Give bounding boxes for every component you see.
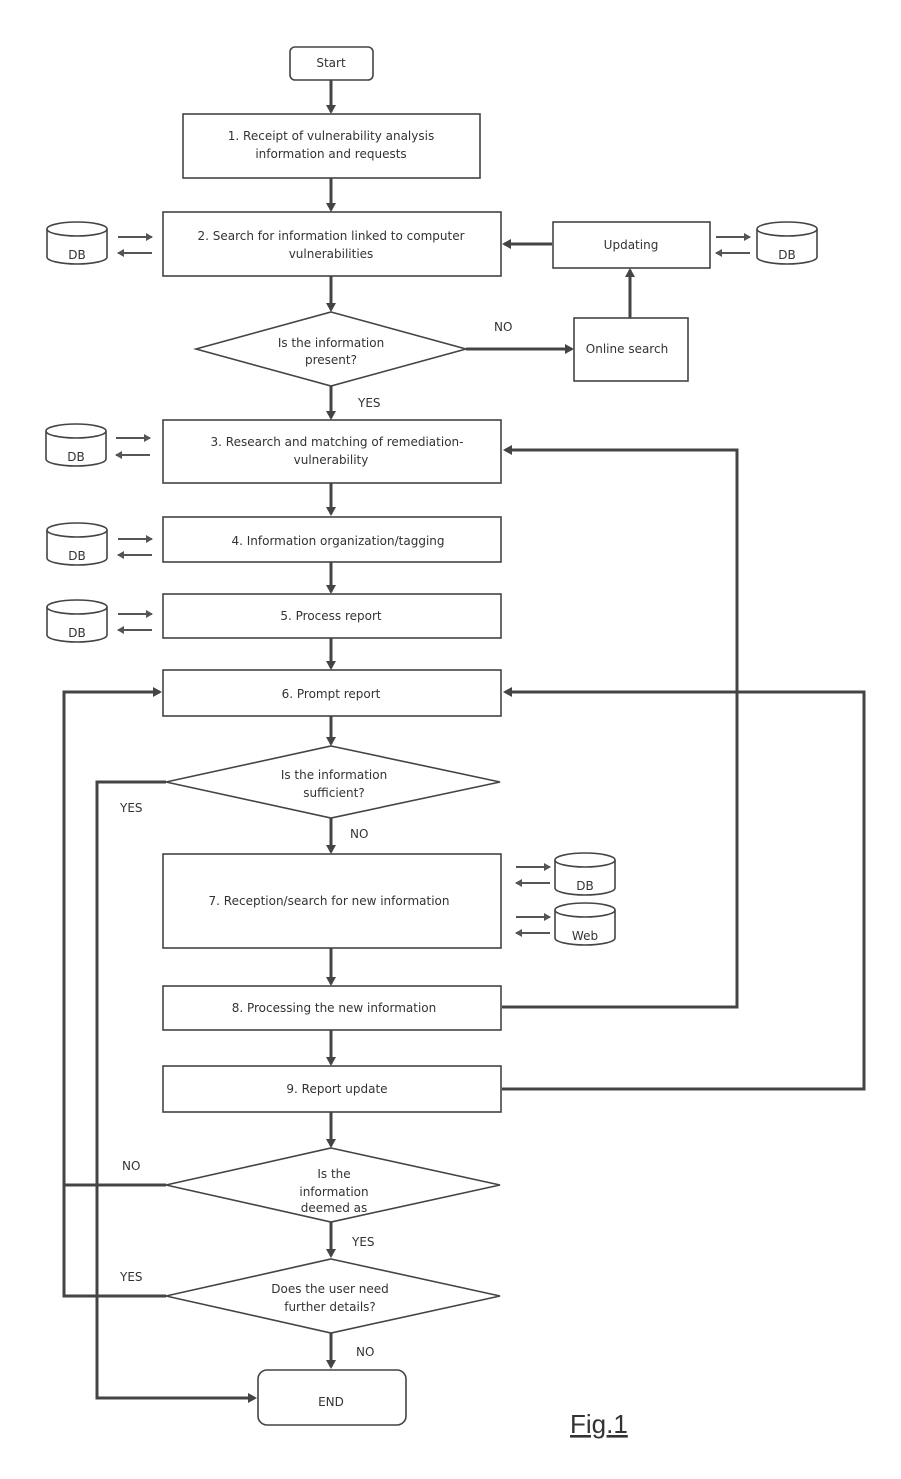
db-label: DB bbox=[67, 450, 84, 464]
step7-box: 7. Reception/search for new information bbox=[163, 854, 501, 948]
decision-details-line1: Does the user need bbox=[271, 1282, 389, 1296]
decision-deemed-line1: Is the bbox=[317, 1167, 350, 1181]
web-label: Web bbox=[572, 929, 598, 943]
step4-label: 4. Information organization/tagging bbox=[231, 534, 444, 548]
arrow-step8-step3 bbox=[502, 450, 737, 1007]
step5-label: 5. Process report bbox=[280, 609, 382, 623]
decision-details-line2: further details? bbox=[284, 1300, 376, 1314]
no-label-sufficient: NO bbox=[350, 827, 368, 841]
yes-label-sufficient: YES bbox=[119, 801, 143, 815]
no-label-details: NO bbox=[356, 1345, 374, 1359]
step4-box: 4. Information organization/tagging bbox=[163, 517, 501, 562]
step5-box: 5. Process report bbox=[163, 594, 501, 638]
decision-deemed-line3: deemed as bbox=[301, 1201, 368, 1215]
step1-label-line1: 1. Receipt of vulnerability analysis bbox=[228, 129, 434, 143]
step7-label: 7. Reception/search for new information bbox=[209, 894, 450, 908]
updating-box: Updating bbox=[553, 222, 710, 268]
db-cylinder-step2: DB bbox=[47, 222, 107, 264]
step3-box: 3. Research and matching of remediation-… bbox=[163, 420, 501, 483]
step2-label-line2: vulnerabilities bbox=[289, 247, 374, 261]
start-node: Start bbox=[290, 47, 373, 80]
db-label: DB bbox=[68, 248, 85, 262]
no-label-deemed: NO bbox=[122, 1159, 140, 1173]
decision-user-details: Does the user need further details? bbox=[166, 1259, 500, 1333]
end-node: END bbox=[258, 1370, 406, 1425]
step3-label-line2: vulnerability bbox=[294, 453, 369, 467]
step6-box: 6. Prompt report bbox=[163, 670, 501, 716]
db-cylinder-step5: DB bbox=[47, 600, 107, 642]
db-label: DB bbox=[778, 248, 795, 262]
step1-label-line2: information and requests bbox=[255, 147, 406, 161]
decision-sufficient-line2: sufficient? bbox=[303, 786, 364, 800]
updating-label: Updating bbox=[604, 238, 659, 252]
db-label: DB bbox=[68, 626, 85, 640]
decision-deemed-line2: information bbox=[299, 1185, 368, 1199]
step3-label-line1: 3. Research and matching of remediation- bbox=[211, 435, 464, 449]
decision-information-present: Is the information present? bbox=[196, 312, 466, 386]
connectors bbox=[64, 80, 864, 1398]
db-cylinder-step7: DB bbox=[555, 853, 615, 895]
step2-box: 2. Search for information linked to comp… bbox=[163, 212, 501, 276]
step9-label: 9. Report update bbox=[286, 1082, 387, 1096]
arrow-deemed-no-step6 bbox=[64, 692, 166, 1185]
step9-box: 9. Report update bbox=[163, 1066, 501, 1112]
online-search-box: Online search bbox=[574, 318, 688, 381]
db-cylinder-step3: DB bbox=[46, 424, 106, 466]
step2-label-line1: 2. Search for information linked to comp… bbox=[197, 229, 464, 243]
decision-information-deemed: Is the information deemed as bbox=[166, 1148, 500, 1222]
arrow-details-yes-step6 bbox=[64, 1185, 166, 1296]
figure-caption: Fig.1 bbox=[570, 1409, 628, 1439]
web-cylinder-step7: Web bbox=[555, 903, 615, 945]
db-cylinder-updating: DB bbox=[757, 222, 817, 264]
end-label: END bbox=[318, 1395, 344, 1409]
no-label-present: NO bbox=[494, 320, 512, 334]
step8-box: 8. Processing the new information bbox=[163, 986, 501, 1030]
decision-present-line1: Is the information bbox=[278, 336, 384, 350]
db-label: DB bbox=[68, 549, 85, 563]
start-label: Start bbox=[316, 56, 346, 70]
step8-label: 8. Processing the new information bbox=[232, 1001, 437, 1015]
decision-present-line2: present? bbox=[305, 353, 357, 367]
db-cylinder-step4: DB bbox=[47, 523, 107, 565]
decision-information-sufficient: Is the information sufficient? bbox=[166, 746, 500, 818]
db-label: DB bbox=[576, 879, 593, 893]
yes-label-present: YES bbox=[357, 396, 381, 410]
yes-label-deemed: YES bbox=[351, 1235, 375, 1249]
step1-box: 1. Receipt of vulnerability analysis inf… bbox=[183, 114, 480, 178]
yes-label-details: YES bbox=[119, 1270, 143, 1284]
online-search-label: Online search bbox=[586, 342, 668, 356]
decision-sufficient-line1: Is the information bbox=[281, 768, 387, 782]
step6-label: 6. Prompt report bbox=[282, 687, 381, 701]
